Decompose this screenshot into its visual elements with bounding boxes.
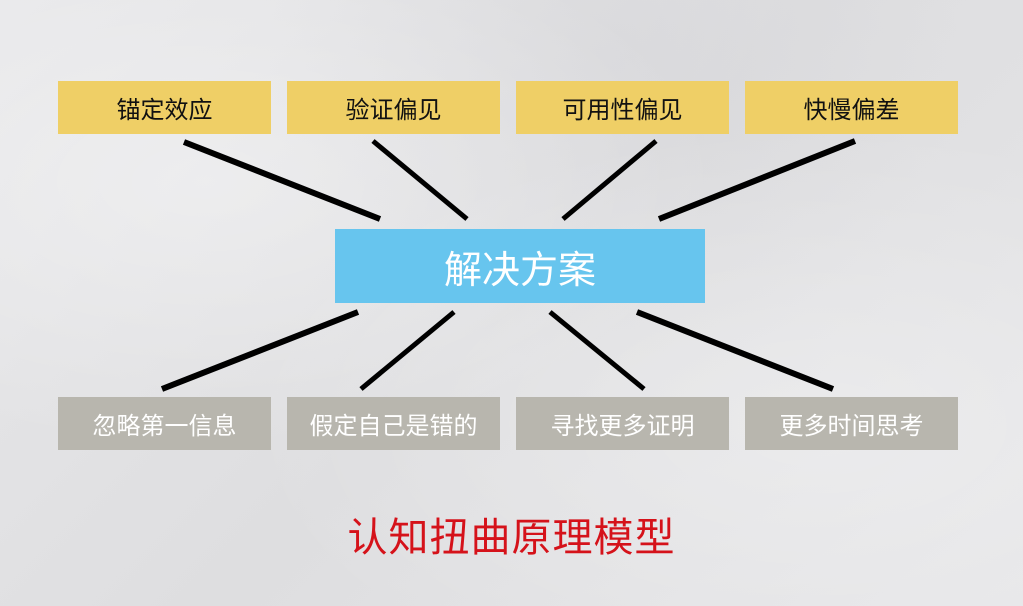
bias-label: 快慢偏差 (803, 96, 900, 124)
bias-box-anchoring: 锚定效应 (58, 81, 271, 134)
connector-solution-to-more-evidence (548, 310, 646, 391)
action-label: 假定自己是错的 (309, 412, 478, 440)
action-label: 更多时间思考 (779, 412, 924, 440)
connector-availability-to-solution (561, 139, 658, 221)
action-box-more-time: 更多时间思考 (745, 397, 958, 450)
connector-confirmation-to-solution (371, 139, 469, 221)
connector-solution-to-assume-wrong (359, 310, 456, 391)
action-label: 寻找更多证明 (550, 412, 695, 440)
bias-box-confirmation: 验证偏见 (287, 81, 500, 134)
connector-fastslow-to-solution (657, 138, 857, 222)
solution-box: 解决方案 (335, 229, 705, 303)
action-box-ignore-first-info: 忽略第一信息 (58, 397, 271, 450)
bias-box-fast-slow: 快慢偏差 (745, 81, 958, 134)
action-box-seek-evidence: 寻找更多证明 (516, 397, 729, 450)
connector-solution-to-ignore-first (160, 309, 360, 392)
bias-label: 可用性偏见 (562, 96, 683, 124)
bias-label: 验证偏见 (345, 96, 442, 124)
solution-label: 解决方案 (443, 247, 596, 292)
diagram-caption: 认知扭曲原理模型 (347, 515, 676, 561)
action-box-assume-wrong: 假定自己是错的 (287, 397, 500, 450)
connector-solution-to-more-time (635, 309, 835, 392)
bias-label: 锚定效应 (116, 96, 213, 124)
connector-anchoring-to-solution (182, 139, 382, 222)
action-label: 忽略第一信息 (92, 412, 237, 440)
bias-box-availability: 可用性偏见 (516, 81, 729, 134)
